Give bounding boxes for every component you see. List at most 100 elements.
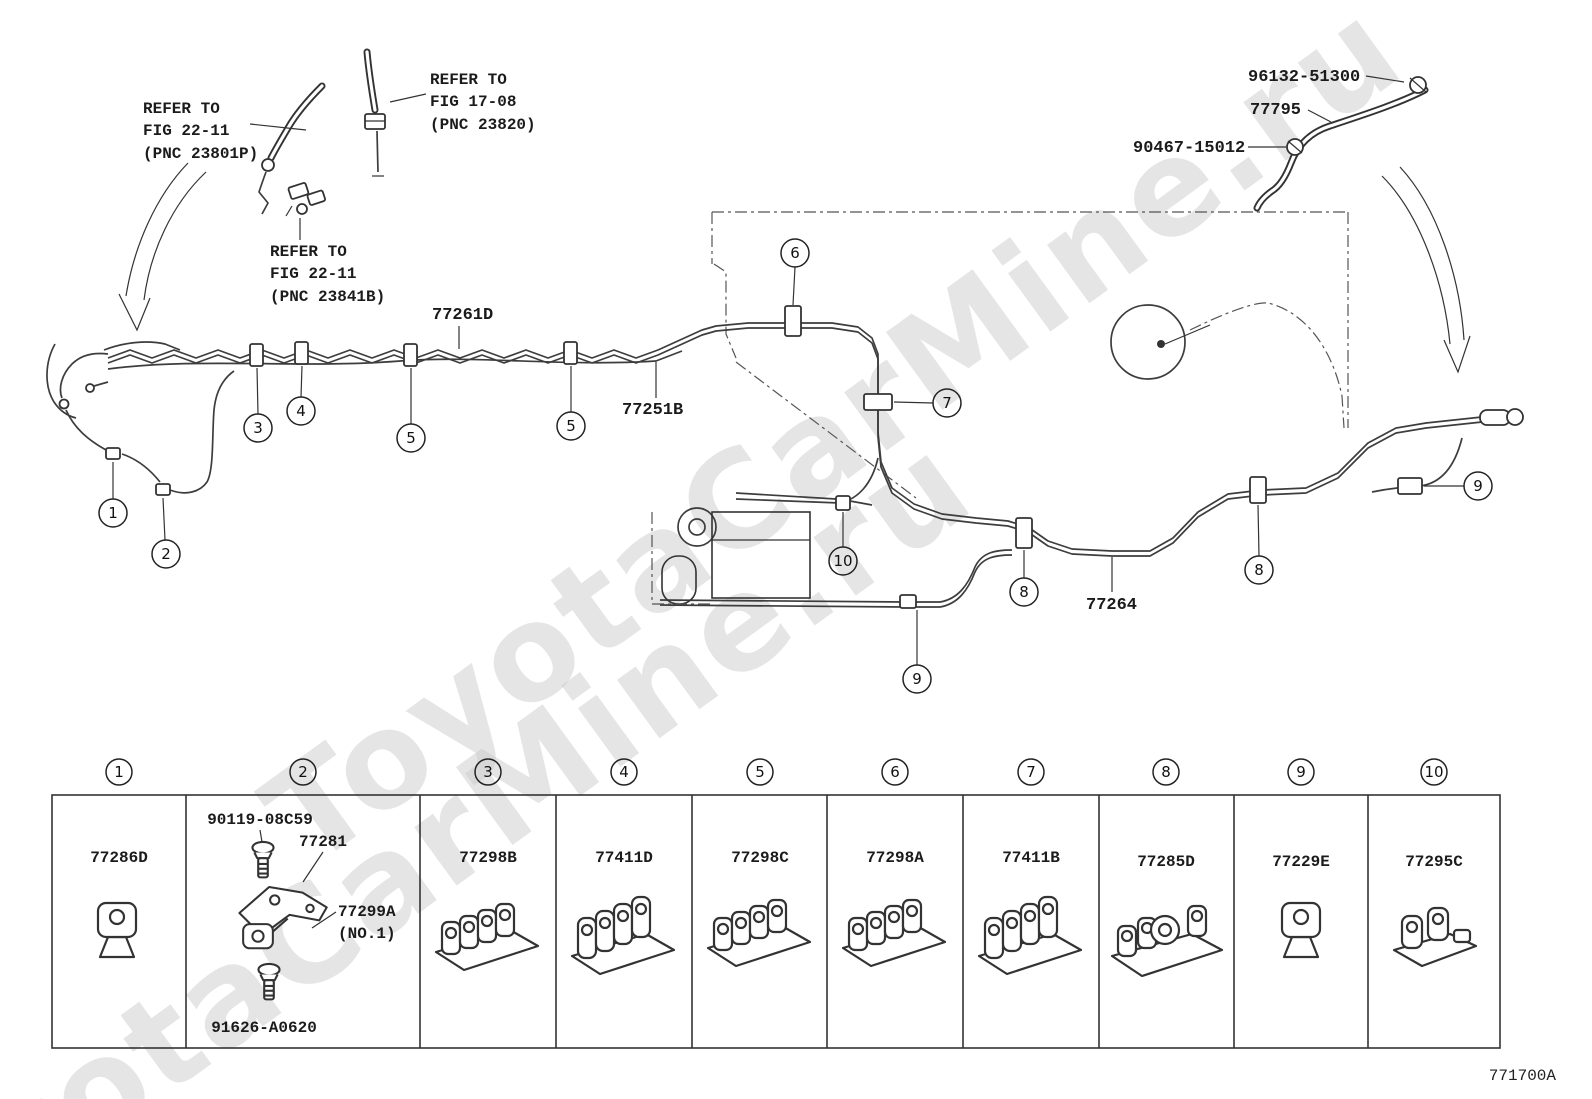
pipe-clip-7 <box>863 393 893 411</box>
callout-5b: 5 <box>556 366 586 441</box>
callout-5b-number: 5 <box>566 417 576 435</box>
part-label-90467-15012: 90467-15012 <box>1133 139 1286 158</box>
clamp-drawing-77411B <box>977 895 1083 976</box>
svg-text:77795: 77795 <box>1250 101 1301 120</box>
filler-detail <box>1110 304 1211 380</box>
pipe-clip-4 <box>294 341 309 365</box>
svg-text:90467-15012: 90467-15012 <box>1133 139 1245 158</box>
pipe-clip-2 <box>155 483 171 496</box>
part-label-77795: 77795 <box>1250 101 1332 123</box>
clamp-drawing-77298C <box>706 898 812 968</box>
legend-part-77286D: 77286D <box>90 849 148 867</box>
callout-8b-number: 8 <box>1254 561 1264 579</box>
callout-9a-number: 9 <box>912 670 922 688</box>
pipe-clip-10 <box>835 495 851 511</box>
callout-2: 2 <box>151 497 181 569</box>
clamp-drawing-77411D <box>570 895 676 976</box>
legend-part-77298B: 77298B <box>459 849 517 867</box>
callout-9a: 9 <box>902 610 932 694</box>
callout-5a-number: 5 <box>406 429 416 447</box>
pipe-clip-5b <box>563 341 578 365</box>
callout-1-number: 1 <box>108 504 118 522</box>
refer-note-2: REFER TO FIG 17-08 (PNC 23820) <box>389 71 536 134</box>
direction-arrow-left <box>118 162 207 332</box>
refer-note-3-line2: FIG 22-11 <box>270 265 356 283</box>
part-label-77261D: 77261D <box>432 306 493 349</box>
pipe-clip-9a <box>899 594 917 609</box>
clip-drawing-77229E <box>1280 901 1322 959</box>
legend-part-77229E: 77229E <box>1272 853 1330 871</box>
clamp-drawing-77285D <box>1110 904 1224 978</box>
legend-col5-number: 5 <box>755 763 765 781</box>
legend-col6-number: 6 <box>890 763 900 781</box>
canister-assembly <box>651 507 811 605</box>
part-label-77264: 77264 <box>1086 557 1137 615</box>
refer-note-3-line1: REFER TO <box>270 243 347 261</box>
pipe-clip-6 <box>784 305 802 337</box>
refer-note-2-line1: REFER TO <box>430 71 507 89</box>
legend-part-77281: 77281 <box>299 833 347 851</box>
part-label-96132-51300: 96132-51300 <box>1248 68 1405 87</box>
legend-header: 1 2 3 4 5 6 7 8 9 10 <box>105 758 1448 786</box>
callout-6: 6 <box>780 238 810 306</box>
legend-cells: 77286D 90119-08C59 77281 77299A (NO.1) 9… <box>90 811 1478 1037</box>
refer-note-1-line3: (PNC 23801P) <box>143 145 258 163</box>
refer-note-1-line2: FIG 22-11 <box>143 122 229 140</box>
legend-col7-number: 7 <box>1026 763 1036 781</box>
pipe-clip-9b <box>1397 477 1423 495</box>
callouts: 1 2 3 4 5 5 6 <box>98 238 1493 694</box>
part-label-77251B: 77251B <box>622 362 683 420</box>
clip-drawing-77286D <box>96 901 138 959</box>
refer-note-2-line3: (PNC 23820) <box>430 116 536 134</box>
legend-part-91626-A0620: 91626-A0620 <box>211 1019 317 1037</box>
callout-9b: 9 <box>1424 471 1493 501</box>
legend-part-90119-08C59: 90119-08C59 <box>207 811 313 829</box>
legend-col2-number: 2 <box>298 763 308 781</box>
callout-10-number: 10 <box>833 552 852 570</box>
legend-col10-number: 10 <box>1424 763 1443 781</box>
refer-note-1-line1: REFER TO <box>143 100 220 118</box>
legend-part-77299A: 77299A <box>338 903 396 921</box>
callout-1: 1 <box>98 462 128 528</box>
fuel-line-right-fitting <box>1479 408 1524 426</box>
callout-8a: 8 <box>1009 550 1039 607</box>
legend-part-77298C: 77298C <box>731 849 789 867</box>
callout-7-number: 7 <box>942 394 952 412</box>
hose-assembly-23801P <box>258 82 326 217</box>
callout-3: 3 <box>243 367 273 443</box>
callout-8a-number: 8 <box>1019 583 1029 601</box>
svg-text:96132-51300: 96132-51300 <box>1248 68 1360 87</box>
refer-note-2-line2: FIG 17-08 <box>430 93 516 111</box>
callout-9b-number: 9 <box>1473 477 1483 495</box>
svg-text:77261D: 77261D <box>432 306 493 325</box>
svg-text:77264: 77264 <box>1086 596 1137 615</box>
refer-note-3-line3: (PNC 23841B) <box>270 288 385 306</box>
callout-4-number: 4 <box>296 402 306 420</box>
direction-arrow-right <box>1381 166 1471 374</box>
figure-code: 771700A <box>1489 1067 1557 1085</box>
legend-part-77411D: 77411D <box>595 849 653 867</box>
pipe-clip-8b <box>1249 476 1267 504</box>
clamp-drawing-77298A <box>841 898 947 968</box>
legend-part-77411B: 77411B <box>1002 849 1060 867</box>
pipe-clip-5a <box>403 343 418 367</box>
legend-col9-number: 9 <box>1296 763 1306 781</box>
legend-part-77299A-note: (NO.1) <box>338 925 396 943</box>
refer-note-1: REFER TO FIG 22-11 (PNC 23801P) <box>143 100 307 163</box>
hose-assembly-77795 <box>1253 76 1429 212</box>
legend-part-77285D: 77285D <box>1137 853 1195 871</box>
legend-part-77298A: 77298A <box>866 849 924 867</box>
pipe-clip-1 <box>105 447 121 460</box>
clamp-drawing-77295C <box>1392 906 1478 968</box>
legend-col1-number: 1 <box>114 763 124 781</box>
pipe-clip-8a <box>1015 517 1033 549</box>
callout-7: 7 <box>893 388 962 418</box>
legend-col4-number: 4 <box>619 763 629 781</box>
legend-part-77295C: 77295C <box>1405 853 1463 871</box>
callout-4: 4 <box>286 365 316 426</box>
pipe-clips <box>105 305 1423 609</box>
pipe-clip-3 <box>249 343 264 367</box>
legend-col3-number: 3 <box>483 763 493 781</box>
